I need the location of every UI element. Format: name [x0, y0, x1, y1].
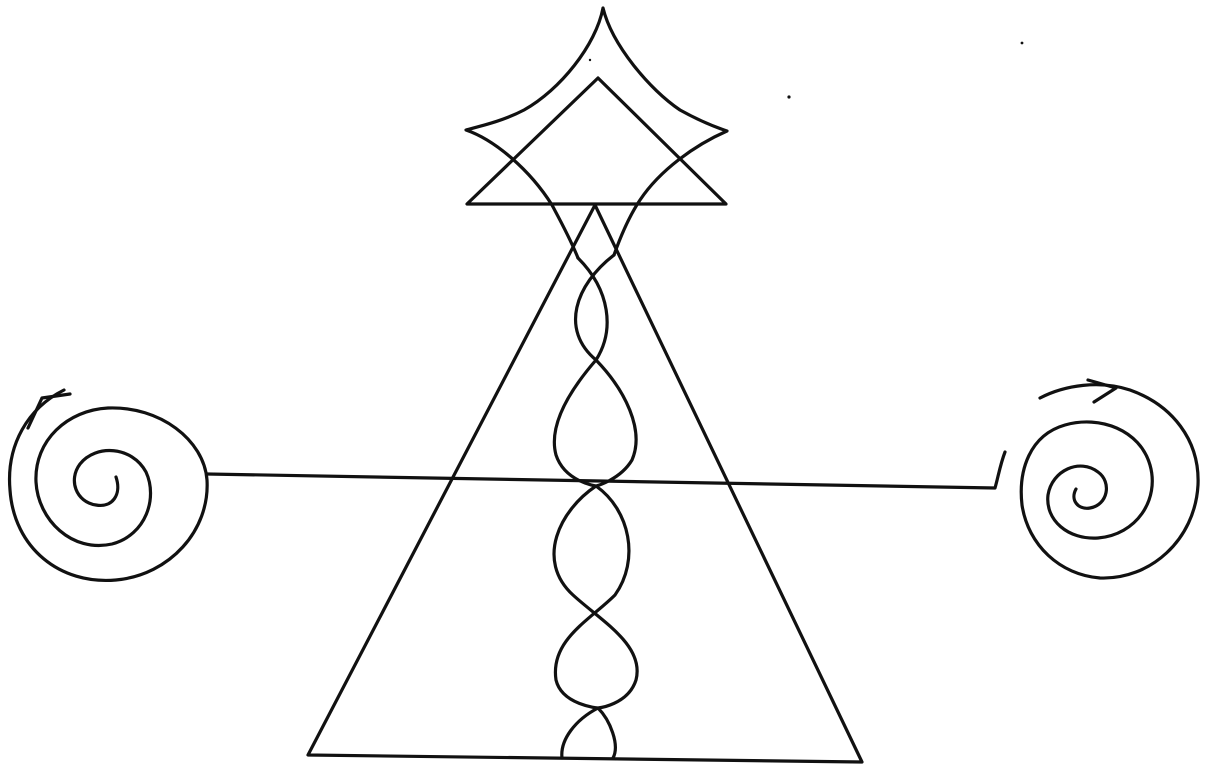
- right-spiral: [1021, 385, 1198, 578]
- horizontal-line: [207, 452, 1005, 488]
- left-spiral: [10, 390, 208, 580]
- double-helix: [554, 255, 637, 758]
- speck-dot: [787, 95, 790, 98]
- curved-diamond: [466, 8, 727, 258]
- top-triangle: [467, 78, 726, 204]
- speck-dot: [589, 59, 591, 61]
- speck-dot: [1021, 42, 1024, 45]
